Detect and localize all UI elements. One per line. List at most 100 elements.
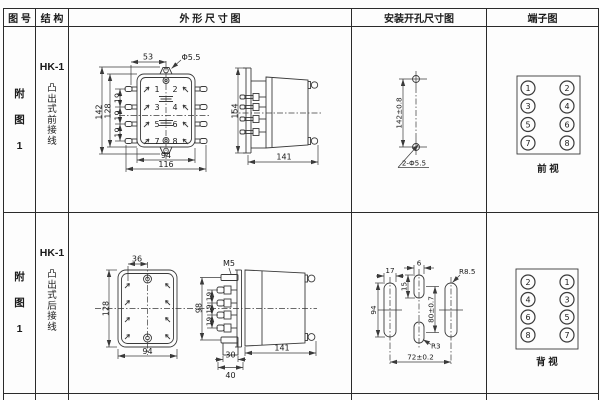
- dim-label-phi5.5: Φ5.5: [181, 53, 200, 62]
- terminal-diagram-rear-view: 2 1 4 3 6 5 8 7 背 视: [515, 268, 579, 368]
- case-screw: [307, 333, 316, 341]
- mounting-cell-row1: 142±0.8 2-Φ5.5: [352, 27, 487, 213]
- view-label-rear: 背 视: [536, 356, 558, 368]
- dim-label-19: 19: [114, 127, 123, 137]
- terminal-number: 7: [525, 139, 530, 148]
- terminal-number: 2: [525, 278, 530, 287]
- case-screw: [310, 81, 319, 89]
- terminal-number: 3: [564, 295, 569, 304]
- wiring-type-label: 凸 出 式 前 接 线: [47, 83, 57, 147]
- table-partial-row: [69, 394, 352, 400]
- mounting-stud-top: [220, 274, 239, 281]
- terminal-number: 5: [564, 313, 569, 322]
- header-fig-no: 图 号: [4, 9, 36, 27]
- dim-label-17: 17: [385, 266, 394, 275]
- dim-label-94: 94: [142, 347, 152, 356]
- dim-label-154: 154: [231, 103, 240, 118]
- mounting-drawing-front-wiring: 142±0.8 2-Φ5.5: [395, 71, 429, 168]
- dim-label-53: 53: [143, 53, 153, 62]
- terminal-box: [515, 268, 579, 350]
- pin-number: 7: [154, 137, 159, 146]
- case-screw: [307, 274, 316, 283]
- pin-number: 8: [172, 137, 177, 146]
- pin-number: 3: [154, 103, 159, 112]
- model-label: HK-1: [39, 61, 65, 73]
- header-mounting: 安装开孔尺寸图: [352, 9, 487, 27]
- structure-row2: HK-1 凸 出 式 后 接 线: [36, 213, 69, 394]
- dim-label-141: 141: [274, 344, 289, 353]
- fig-no-row1: 附 图 1: [4, 27, 36, 213]
- mounting-drawing-rear-wiring: 6 17 15 94 80±0.7 R8.5 R3 72±0.2: [369, 259, 475, 365]
- view-label-front: 前 视: [537, 163, 559, 175]
- dim-label-40: 40: [225, 371, 235, 380]
- dim-label-19: 19: [114, 93, 123, 103]
- relay-rear-face-view: 36 128 94: [102, 255, 178, 359]
- capacitor-symbol: [159, 120, 173, 126]
- outline-cell-row2: 36 128 94 M5: [69, 213, 352, 394]
- mounting-stud-bottom: [220, 336, 239, 344]
- dim-label-142-tol: 142±0.8: [395, 97, 404, 129]
- dim-label-6: 6: [417, 259, 422, 268]
- dim-label-72-tol: 72±0.2: [407, 353, 434, 362]
- structure-row1: HK-1 凸 出 式 前 接 线: [36, 27, 69, 213]
- mounting-slots: 6 17 15 94 80±0.7 R8.5 R3 72±0.2: [369, 259, 475, 365]
- dim-label-94: 94: [369, 305, 378, 315]
- mounting-cell-row2: 6 17 15 94 80±0.7 R8.5 R3 72±0.2: [352, 213, 487, 394]
- dim-label-94: 94: [161, 151, 171, 160]
- dim-label-128: 128: [104, 103, 113, 118]
- terminal-circles: [520, 80, 575, 151]
- bottom-ear-hole: [163, 147, 169, 154]
- terminal-number: 1: [564, 278, 569, 287]
- terminal-number: 7: [564, 331, 569, 340]
- dim-label-141: 141: [276, 153, 291, 162]
- table-partial-row: [36, 394, 69, 400]
- dim-label-30: 30: [225, 351, 235, 360]
- terminal-number: 6: [525, 313, 530, 322]
- outline-drawing-front-wiring: 1 2 3 4 5 6 7 8 53 Φ5.5 142 128: [95, 53, 321, 172]
- dim-label-m5: M5: [223, 259, 235, 268]
- dim-label-15: 15: [400, 282, 409, 291]
- terminal-number: 2: [564, 84, 569, 93]
- relay-side-view-rear: M5 98 19 19 19: [95, 259, 317, 380]
- dim-label-r3: R3: [431, 342, 441, 351]
- terminal-number: 6: [564, 120, 569, 129]
- terminal-diagram-front-view: 1 2 3 4 5 6 7 8 前 视: [516, 75, 581, 175]
- mounting-holes: 142±0.8 2-Φ5.5: [395, 71, 429, 168]
- dim-label-98: 98: [195, 303, 204, 313]
- terminal-number: 5: [525, 120, 530, 129]
- dim-label-r8.5: R8.5: [459, 267, 475, 276]
- dimension-table: 图 号 结 构 外 形 尺 寸 图 安装开孔尺寸图 端子图 附 图 1 HK-1…: [3, 8, 599, 400]
- fig-no-row2: 附 图 1: [4, 213, 36, 394]
- outline-drawing-rear-wiring: 36 128 94 M5: [95, 255, 317, 380]
- terminal-number: 4: [564, 102, 569, 111]
- header-terminal: 端子图: [487, 9, 598, 27]
- dim-label-19: 19: [205, 292, 214, 302]
- dim-label-128: 128: [102, 301, 111, 316]
- pin-number: 2: [172, 85, 177, 94]
- terminal-number: 8: [564, 139, 569, 148]
- header-outline: 外 形 尺 寸 图: [69, 9, 352, 27]
- terminal-number: 3: [525, 102, 530, 111]
- capacitor-symbol: [159, 96, 173, 102]
- table-partial-row: [4, 394, 36, 400]
- terminal-cell-row2: 2 1 4 3 6 5 8 7 背 视: [487, 213, 598, 394]
- dim-label-116: 116: [158, 160, 173, 169]
- relay-side-view: 154 141: [231, 67, 321, 165]
- table-partial-row: [487, 394, 598, 400]
- terminal-number: 8: [525, 331, 530, 340]
- case-screw: [310, 137, 319, 145]
- header-structure: 结 构: [36, 9, 69, 27]
- pin-number: 4: [172, 103, 177, 112]
- pin-number: 1: [154, 85, 159, 94]
- wiring-type-label: 凸 出 式 后 接 线: [47, 269, 57, 333]
- pin-number: 6: [172, 120, 177, 129]
- dim-label-19: 19: [205, 304, 214, 314]
- dim-label-19: 19: [205, 317, 214, 327]
- model-label: HK-1: [39, 247, 65, 259]
- dim-label-36: 36: [132, 255, 142, 264]
- terminal-cell-row1: 1 2 3 4 5 6 7 8 前 视: [487, 27, 598, 213]
- relay-front-view: 1 2 3 4 5 6 7 8: [119, 61, 210, 159]
- pin-number: 5: [154, 120, 159, 129]
- terminal-number: 4: [525, 295, 530, 304]
- dim-label-142: 142: [95, 104, 104, 119]
